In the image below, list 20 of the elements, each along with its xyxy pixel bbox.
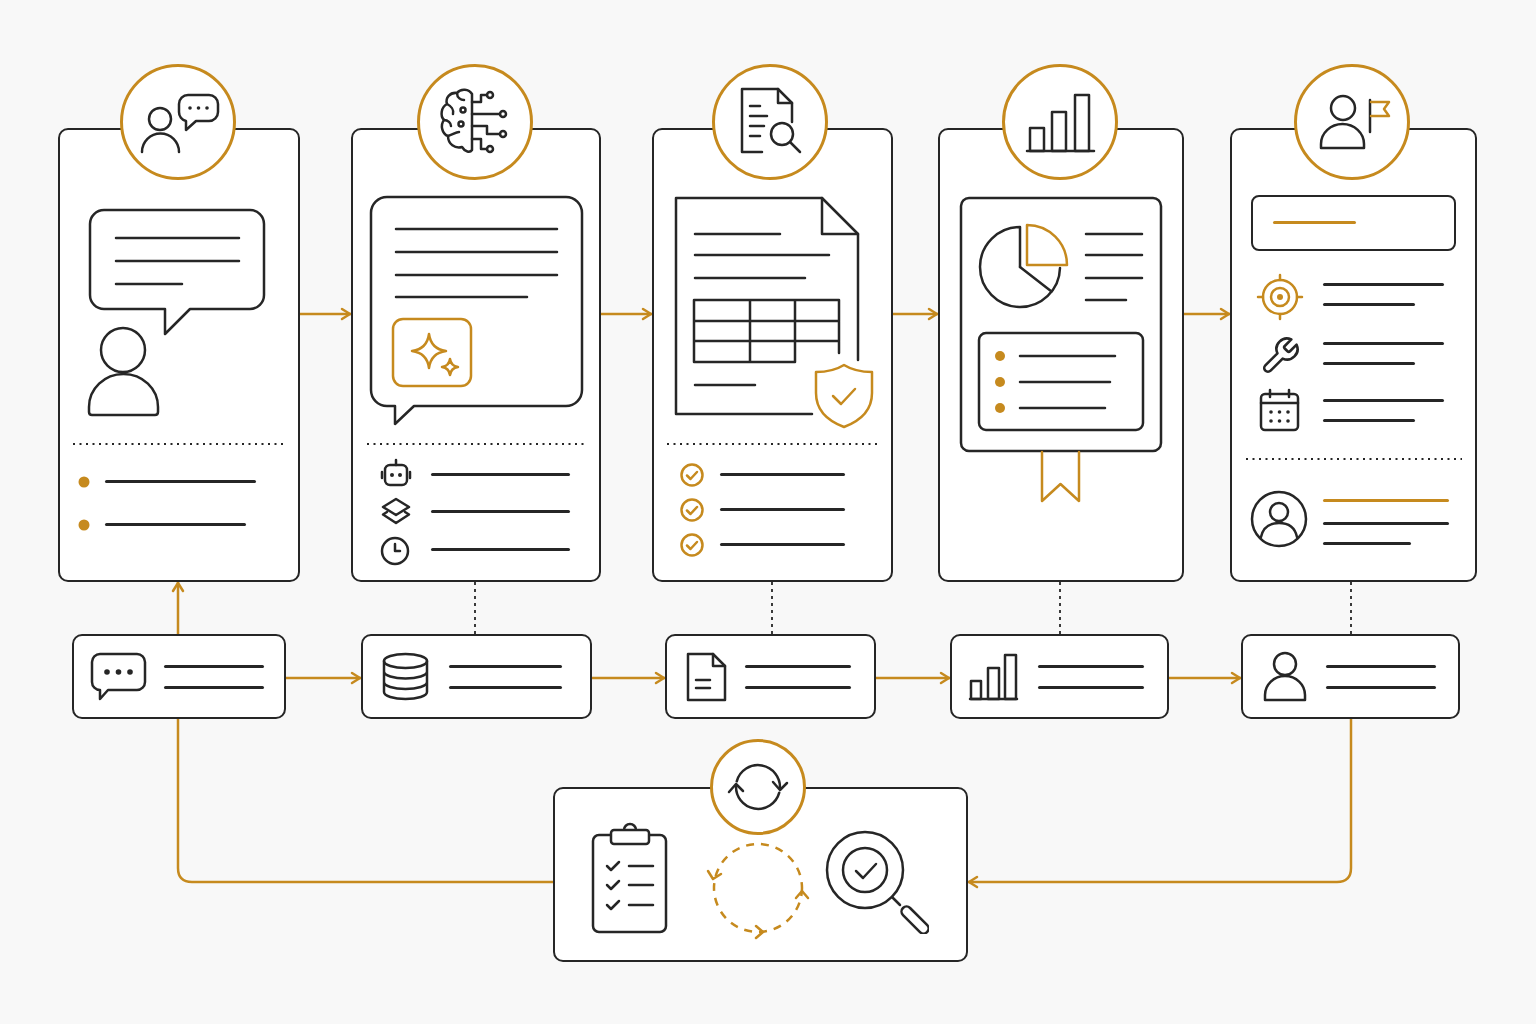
flow-arrow bbox=[1184, 307, 1231, 321]
flow-arrow bbox=[286, 671, 362, 685]
flow-arrow bbox=[601, 307, 653, 321]
step-card bbox=[1241, 634, 1460, 719]
step-card bbox=[72, 634, 286, 719]
flow-arrow bbox=[171, 581, 185, 634]
step-card bbox=[950, 634, 1169, 719]
flow-arrow bbox=[592, 671, 666, 685]
step-card bbox=[361, 634, 592, 719]
flow-arrow bbox=[300, 307, 352, 321]
dotted-connector bbox=[1350, 581, 1352, 635]
flow-arrow bbox=[893, 307, 939, 321]
connector-line bbox=[176, 719, 553, 884]
flow-arrow bbox=[876, 671, 951, 685]
flow-arrow bbox=[967, 719, 1353, 889]
flow-arrow bbox=[1169, 671, 1242, 685]
dotted-connector bbox=[1059, 581, 1061, 635]
dotted-connector bbox=[474, 581, 476, 635]
dotted-connector bbox=[771, 581, 773, 635]
step-card bbox=[665, 634, 876, 719]
